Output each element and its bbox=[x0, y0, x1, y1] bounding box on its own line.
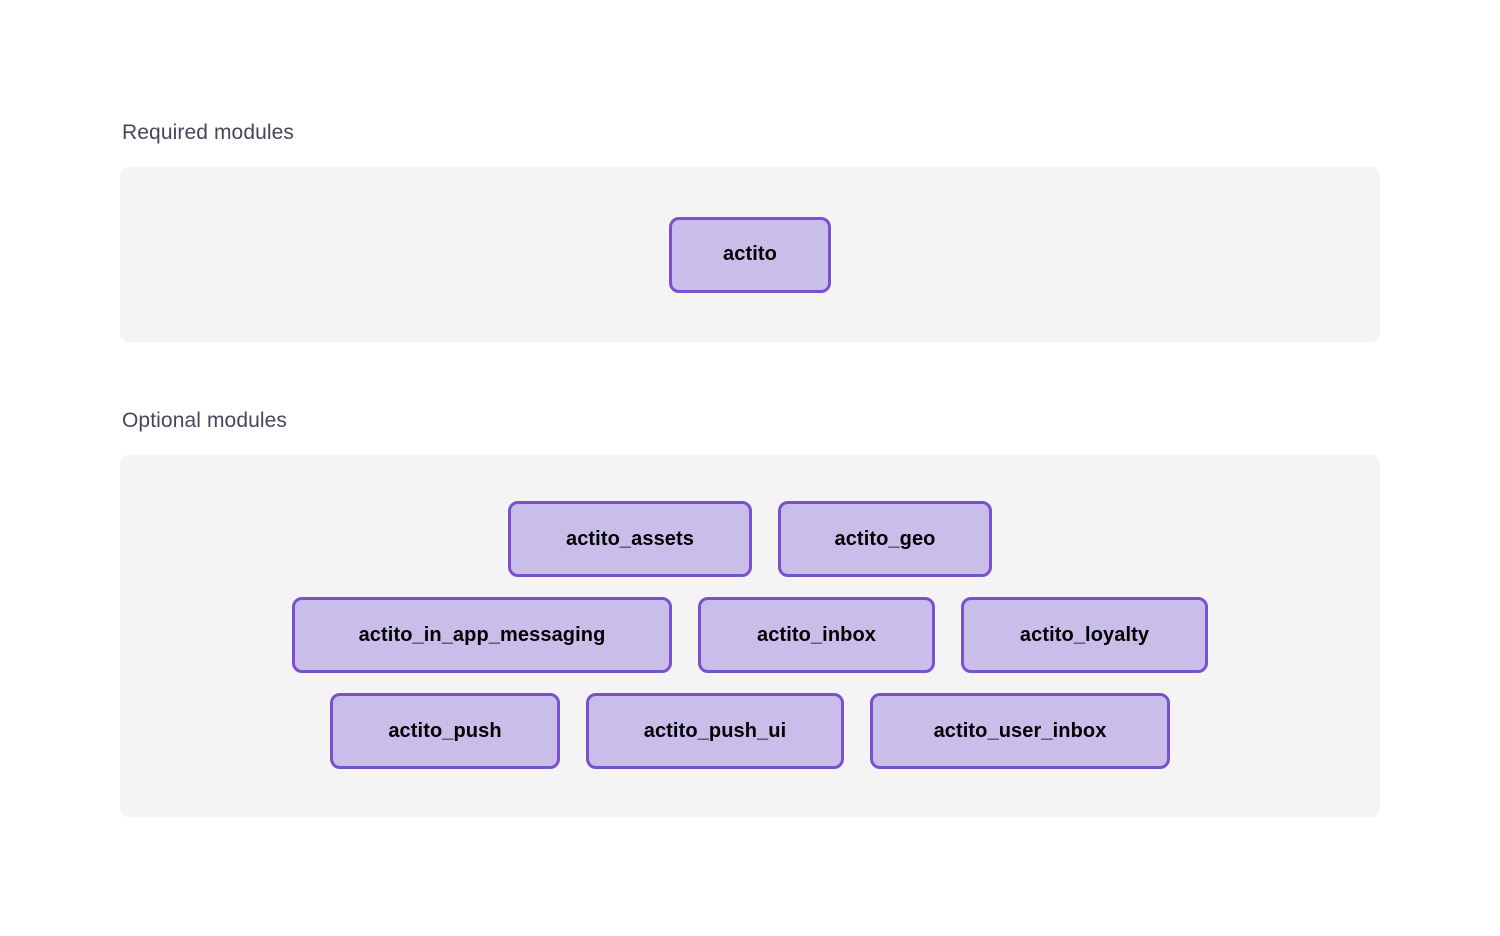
module-node-actito-user-inbox[interactable]: actito_user_inbox bbox=[870, 693, 1170, 769]
module-node-actito-geo[interactable]: actito_geo bbox=[778, 501, 992, 577]
required-modules-section: Required modules actito bbox=[120, 120, 1380, 342]
optional-modules-section: Optional modules actito_assets actito_ge… bbox=[120, 408, 1380, 817]
optional-modules-panel: actito_assets actito_geo actito_in_app_m… bbox=[120, 455, 1380, 817]
module-node-actito-loyalty[interactable]: actito_loyalty bbox=[961, 597, 1208, 673]
module-node-actito-assets[interactable]: actito_assets bbox=[508, 501, 752, 577]
module-node-actito-push[interactable]: actito_push bbox=[330, 693, 560, 769]
required-modules-row: actito bbox=[669, 216, 831, 293]
module-node-actito[interactable]: actito bbox=[669, 216, 831, 293]
module-node-actito-in-app-messaging[interactable]: actito_in_app_messaging bbox=[292, 597, 672, 673]
optional-modules-label: Optional modules bbox=[122, 409, 288, 432]
required-modules-panel: actito bbox=[120, 167, 1380, 342]
module-node-actito-inbox[interactable]: actito_inbox bbox=[698, 597, 935, 673]
optional-modules-row-1: actito_assets actito_geo bbox=[495, 501, 1005, 577]
optional-modules-row-2: actito_in_app_messaging actito_inbox act… bbox=[279, 597, 1221, 673]
optional-modules-row-3: actito_push actito_push_ui actito_user_i… bbox=[317, 693, 1183, 769]
required-modules-label: Required modules bbox=[122, 121, 295, 144]
module-node-actito-push-ui[interactable]: actito_push_ui bbox=[586, 693, 844, 769]
